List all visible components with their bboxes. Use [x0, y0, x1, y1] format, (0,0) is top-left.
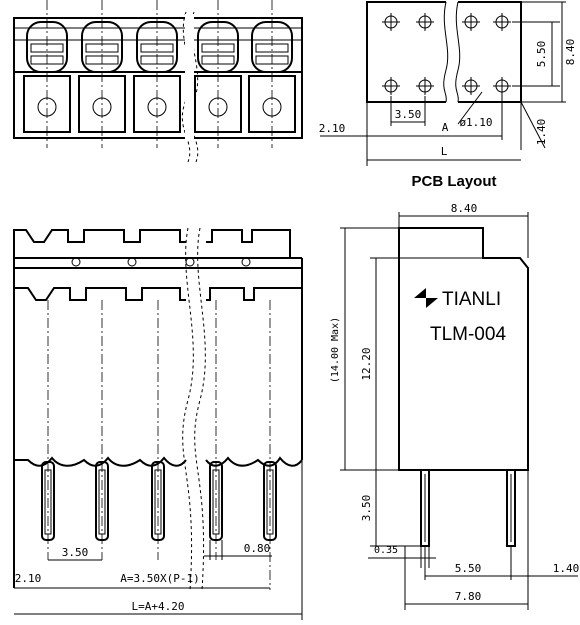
pcb-hole-dim: ø1.10	[459, 116, 492, 129]
break-line	[181, 11, 191, 163]
pcb-l-dim: L	[441, 145, 448, 158]
pcb-edge-offset-dim: 2.10	[319, 122, 346, 135]
front-edge-offset-dim: 2.10	[15, 572, 42, 585]
pcb-pitch-dim: 3.50	[395, 108, 422, 121]
front-pitch-dim: 3.50	[62, 546, 89, 559]
part-number: TLM-004	[430, 324, 506, 345]
side-pin-length-dim: 3.50	[360, 495, 373, 522]
side-max-height-dim: (14.00 Max)	[330, 317, 341, 383]
pcb-row-spacing-dim: 5.50	[535, 41, 548, 68]
front-view-pins	[41, 300, 277, 590]
front-l-formula: L=A+4.20	[132, 600, 185, 613]
brand-name: TIANLI	[442, 289, 501, 310]
side-pin-spacing-dim: 5.50	[455, 562, 482, 575]
side-body-height-dim: 12.20	[360, 347, 373, 380]
pcb-layout: 5.50 8.40 1.40 3.50 2.10 A ø1.10 L PCB L…	[319, 0, 577, 190]
pcb-bottom-dim: 1.40	[535, 119, 548, 146]
pcb-a-dim: A	[442, 121, 449, 134]
front-view: 3.50 0.80 2.10 A=3.50X(P-1) L=A+4.20	[13, 227, 303, 620]
front-pin-width-dim: 0.80	[244, 542, 271, 555]
side-pin-thickness-dim: 0.35	[374, 545, 398, 556]
top-view-terminals	[23, 0, 296, 148]
pcb-holes	[382, 13, 511, 95]
side-footprint-width-dim: 7.80	[455, 590, 482, 603]
tianli-logo	[414, 288, 438, 308]
side-view: 8.40 TIANLI TLM-004 (14.00 Max) 12.20 3.…	[330, 202, 579, 610]
pcb-height-dim: 8.40	[564, 39, 577, 66]
front-a-formula: A=3.50X(P-1)	[120, 572, 199, 585]
side-view-pins	[420, 469, 516, 547]
side-bottom-offset-dim: 1.40	[553, 562, 580, 575]
top-view	[13, 0, 303, 163]
pcb-layout-title: PCB Layout	[411, 173, 496, 190]
side-width-dim: 8.40	[451, 202, 478, 215]
